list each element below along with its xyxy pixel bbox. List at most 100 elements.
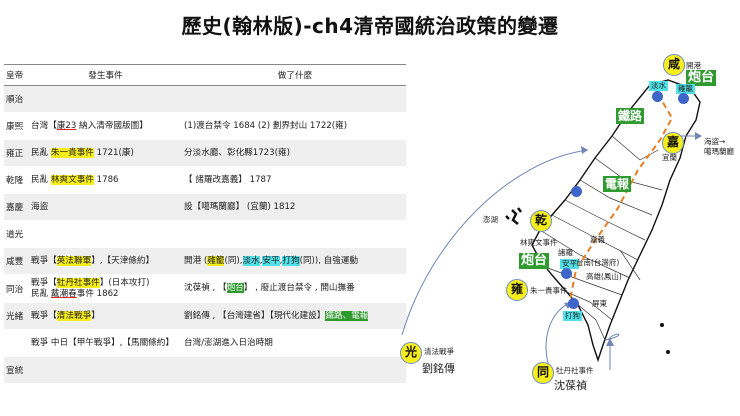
text-segment: 分淡水廳、彰化縣1723(雍) bbox=[184, 147, 290, 158]
kaigang-label: 開港 bbox=[686, 61, 701, 70]
text-segment: 戰爭【 bbox=[31, 255, 57, 266]
emperor-cell: 乾隆 bbox=[6, 176, 24, 186]
text-segment: 戰爭【 bbox=[31, 277, 57, 288]
mudanshe-label: 牡丹社事件 bbox=[556, 366, 594, 375]
event-cell: 民亂 林爽文事件 1786 bbox=[26, 174, 180, 186]
table-row: 道光 bbox=[4, 221, 406, 248]
emperor-cell: 順治 bbox=[6, 95, 24, 105]
event-cell: 民亂 朱一貴事件 1721(康) bbox=[26, 147, 180, 159]
text-segment: 林爽文事件 bbox=[50, 174, 94, 185]
text-segment: 海盜 bbox=[31, 201, 49, 212]
taiwan-map: 咸 開港 炮台 淡水 雞籠 鐵路 嘉 海盜→ 噶瑪蘭廳 宜蘭 電報 澎湖 乾 林… bbox=[400, 40, 740, 416]
text-segment: 】,【天津條約】 bbox=[91, 255, 155, 266]
event-cell: 戰爭【英法聯軍】,【天津條約】 bbox=[26, 255, 180, 267]
tainan-label: 台南(台灣府) bbox=[576, 258, 620, 267]
text-segment: 朱一貴事件 bbox=[50, 147, 94, 158]
emperor-cell: 嘉慶 bbox=[6, 203, 24, 213]
text-segment: 英法聯軍 bbox=[56, 255, 92, 266]
dagou-label: 打狗 bbox=[563, 311, 582, 321]
yong-circle: 雍 bbox=[506, 279, 528, 301]
event-cell: 戰爭 中日【甲午戰爭】,【馬關條約】 bbox=[26, 338, 180, 349]
table-row: 雍正民亂 朱一貴事件 1721(康) 分淡水廳、彰化縣1723(雍) bbox=[4, 140, 406, 167]
text-segment: 淡水 bbox=[242, 255, 260, 266]
text-segment: 】 bbox=[91, 310, 100, 321]
action-cell: 沈葆禎 , 【炮台】 , 廢止渡台禁令 , 開山撫番 bbox=[180, 283, 406, 294]
text-segment: (同), bbox=[224, 255, 243, 266]
action-cell: 台灣/澎湖進入日治時期 bbox=[180, 338, 406, 349]
text-segment: 民亂 bbox=[31, 174, 51, 185]
emperor-cell: 咸豐 bbox=[6, 257, 24, 267]
text-segment: (同)), 自強運動 bbox=[299, 255, 359, 266]
zhuluo-label: 諸羅 bbox=[558, 248, 573, 257]
action-cell: 劉銘傳 , 【台灣建省】【現代化建設】鐵路、電報 bbox=[180, 310, 406, 322]
tong-circle: 同 bbox=[532, 362, 554, 384]
dagou-dot bbox=[568, 298, 579, 309]
emperor-cell: 同治 bbox=[6, 284, 24, 295]
paotai-south-box: 炮台 bbox=[519, 253, 550, 269]
event-cell: 戰爭【牡丹社事件】(日本攻打)民亂 戴潮春事件 1862 bbox=[26, 277, 180, 300]
header-action: 做了什麼 bbox=[277, 71, 313, 81]
kaohsiung-label: 高雄(鳳山) bbox=[586, 272, 622, 281]
jiayi-label: 嘉義 bbox=[590, 235, 605, 244]
header-event: 發生事件 bbox=[88, 71, 123, 81]
paotai-north-box: 炮台 bbox=[686, 70, 717, 86]
action-cell: 設【噶瑪蘭廳】 (宜蘭) 1812 bbox=[180, 202, 406, 213]
linshuangwen-label: 林爽文事件 bbox=[520, 238, 558, 247]
action-cell: (1)渡台禁令 1684 (2) 劃界封山 1722(雍) bbox=[180, 121, 406, 132]
emperor-cell: 雍正 bbox=[6, 149, 24, 159]
jia-circle: 嘉 bbox=[662, 132, 684, 154]
shenbaozhen-label: 沈葆禎 bbox=[554, 379, 587, 392]
emperor-cell: 康熙 bbox=[6, 122, 24, 132]
text-segment: 事件 1862 bbox=[76, 288, 119, 299]
danshui-dot bbox=[652, 91, 663, 102]
zhuyigui-label: 朱一貴事件 bbox=[530, 286, 568, 295]
event-cell: 台灣【康23 納入清帝國版圖】 bbox=[26, 121, 180, 132]
yilan-label: 宜蘭 bbox=[662, 153, 677, 162]
emperor-cell: 道光 bbox=[6, 230, 24, 240]
text-segment: 戴潮春 bbox=[50, 288, 77, 299]
text-segment: 民亂 bbox=[31, 288, 51, 299]
railway-route bbox=[569, 93, 674, 301]
pingtung-label: 屏東 bbox=[592, 299, 607, 308]
table-row: 順治 bbox=[4, 86, 406, 113]
table-row: 康熙台灣【康23 納入清帝國版圖】 (1)渡台禁令 1684 (2) 劃界封山 1… bbox=[4, 113, 406, 140]
event-cell: 戰爭【清法戰爭】 bbox=[26, 310, 180, 322]
emperor-cell: 光緒 bbox=[6, 312, 24, 322]
text-segment: 台灣【 bbox=[31, 120, 57, 131]
text-segment: 劉銘傳 , 【台灣建省】【現代化建設】 bbox=[184, 310, 326, 321]
text-segment: 民亂 bbox=[31, 147, 51, 158]
table-row: 嘉慶海盜 設【噶瑪蘭廳】 (宜蘭) 1812 bbox=[4, 194, 406, 221]
history-table: 皇帝 發生事件 做了什麼 順治康熙台灣【康23 納入清帝國版圖】 (1)渡台禁令 … bbox=[4, 64, 406, 384]
central-dot bbox=[571, 186, 582, 197]
table-header-row: 皇帝 發生事件 做了什麼 bbox=[4, 64, 406, 86]
jilong-label: 雞籠 bbox=[676, 84, 695, 94]
text-segment: 清法戰爭 bbox=[56, 310, 92, 321]
text-segment: (1)渡台禁令 1684 (2) 劃界封山 1722(雍) bbox=[184, 120, 348, 131]
guang-circle: 光 bbox=[400, 342, 422, 364]
text-segment: 1721(康) bbox=[93, 147, 134, 158]
text-segment: 打狗 bbox=[282, 255, 300, 266]
text-segment: 1786 bbox=[93, 174, 119, 185]
gamalan-note: 噶瑪蘭廳 bbox=[704, 147, 734, 156]
liumingchuan-label: 劉銘傳 bbox=[422, 362, 455, 375]
text-segment: 安平 bbox=[262, 255, 280, 266]
slide-title: 歷史(翰林版)-ch4清帝國統治政策的變遷 bbox=[181, 14, 559, 38]
text-segment: 開港 ( bbox=[184, 255, 208, 266]
text-segment: 炮台 bbox=[226, 283, 244, 293]
anping-label: 安平 bbox=[560, 259, 579, 269]
danshui-label: 淡水 bbox=[649, 81, 668, 91]
action-cell: 開港 (雞籠(同),淡水,安平,打狗(同)), 自強運動 bbox=[180, 255, 406, 267]
action-cell: 【 諸羅改嘉義】 1787 bbox=[180, 175, 406, 186]
anping-dot bbox=[561, 268, 572, 279]
dianbao-box: 電報 bbox=[603, 176, 632, 192]
text-segment: 康23 bbox=[56, 120, 77, 131]
tielu-box: 鐵路 bbox=[616, 108, 645, 124]
header-emperor: 皇帝 bbox=[6, 71, 24, 81]
text-segment: 沈葆禎 , 【 bbox=[184, 283, 227, 293]
text-segment: 鐵路、電報 bbox=[325, 310, 369, 321]
penghu-label: 澎湖 bbox=[483, 215, 498, 224]
pirate-note: 海盜→ bbox=[704, 137, 726, 146]
text-segment: 【 諸羅改嘉義】 1787 bbox=[184, 174, 272, 185]
text-segment: 台灣/澎湖進入日治時期 bbox=[184, 337, 273, 348]
